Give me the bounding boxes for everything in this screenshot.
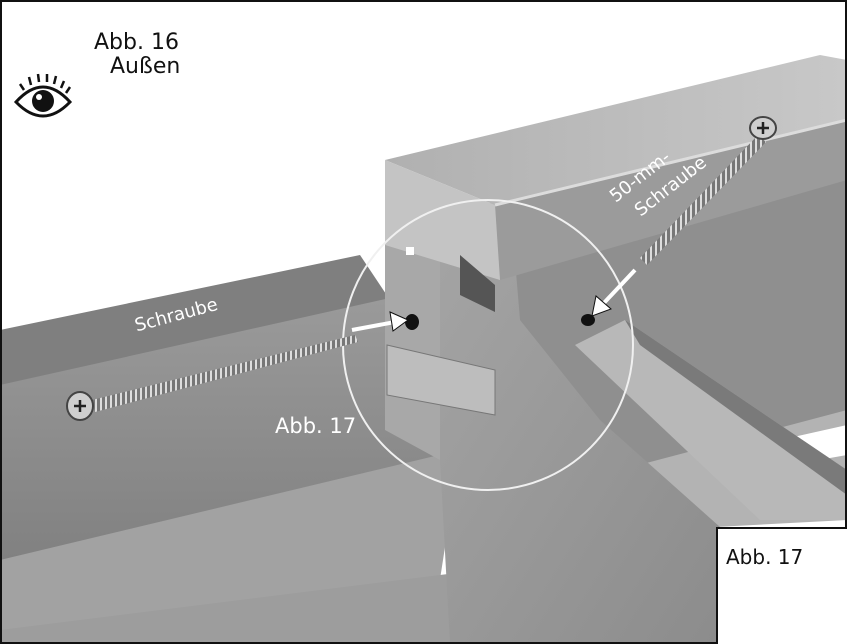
figure-subtitle: Außen — [110, 54, 181, 79]
arrow-to-right-hole — [591, 268, 637, 317]
left-beam-front-face — [0, 298, 470, 600]
screw-50mm — [640, 116, 777, 265]
small-hole-mark — [406, 247, 414, 255]
top-beam-top-face — [385, 55, 847, 205]
eye-icon — [13, 73, 73, 118]
screw-hole-right — [581, 314, 595, 326]
figure-title: Abb. 16 — [94, 30, 179, 55]
detail-inset-box: Abb. 17 — [716, 527, 847, 644]
post-side — [440, 200, 720, 644]
rafter-ridge — [575, 320, 847, 520]
left-beam-top-face — [0, 255, 390, 390]
screw-hole-left — [405, 314, 419, 330]
detail-reference-label: Abb. 17 — [275, 414, 357, 438]
top-beam-front-face — [495, 120, 847, 280]
detail-inset-label: Abb. 17 — [726, 545, 804, 569]
arrow-to-left-hole — [351, 311, 409, 332]
screw-long-left — [66, 335, 358, 421]
notch-plate — [386, 344, 496, 416]
notch-upper — [460, 255, 495, 312]
rafter-ridge-shadow — [625, 320, 847, 495]
